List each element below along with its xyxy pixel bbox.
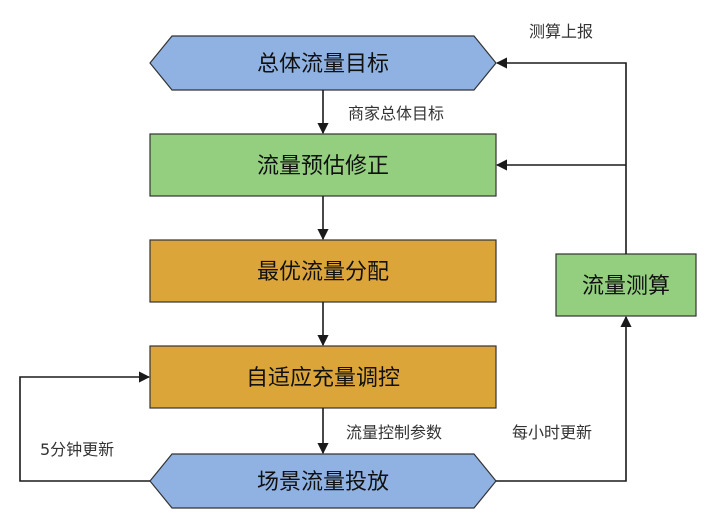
edge-label-control-params: 流量控制参数 <box>346 423 442 442</box>
node-scene-delivery: 场景流量投放 <box>149 453 497 509</box>
node-total-target: 总体流量目标 <box>149 35 497 91</box>
arrow-scene-to-measure <box>496 315 632 482</box>
edge-label-hourly-update: 每小时更新 <box>512 423 592 442</box>
node-traffic-measure: 流量测算 <box>555 253 697 317</box>
node-optimal-allocation-label: 最优流量分配 <box>257 260 389 285</box>
node-traffic-measure-label: 流量测算 <box>582 274 670 299</box>
node-total-target-label: 总体流量目标 <box>257 52 389 77</box>
node-scene-delivery-label: 场景流量投放 <box>257 470 389 495</box>
arrow-measure-to-target <box>495 57 627 254</box>
node-adaptive-control: 自适应充量调控 <box>149 345 497 409</box>
edge-label-five-min-update: 5分钟更新 <box>40 440 114 459</box>
node-adaptive-control-label: 自适应充量调控 <box>246 366 400 391</box>
node-forecast-adjust-label: 流量预估修正 <box>257 154 389 179</box>
edge-label-measure-report: 测算上报 <box>529 22 593 41</box>
edge-label-merchant-target: 商家总体目标 <box>348 104 444 123</box>
node-optimal-allocation: 最优流量分配 <box>149 239 497 303</box>
node-forecast-adjust: 流量预估修正 <box>149 133 497 197</box>
arrow-scene-to-adaptive <box>19 371 151 482</box>
